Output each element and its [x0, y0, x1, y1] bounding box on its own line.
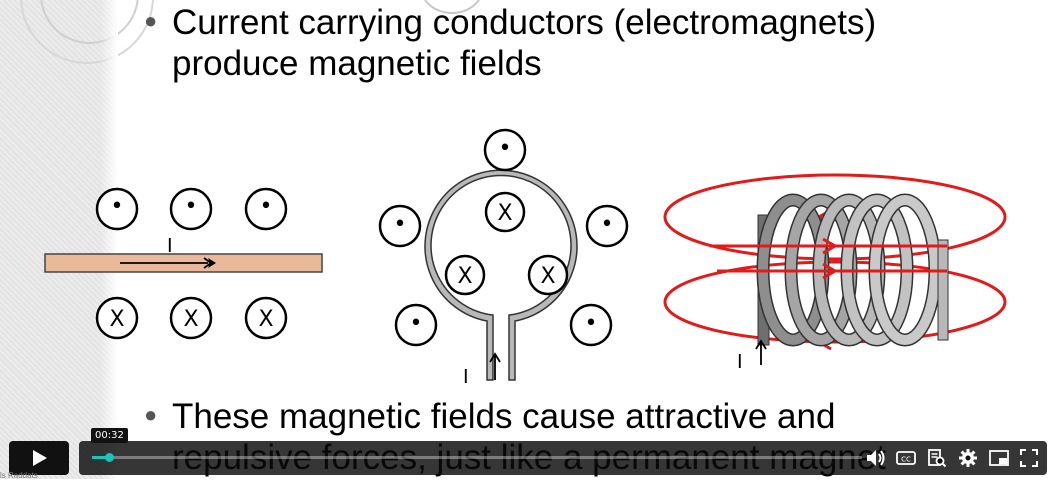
field-in-marker: X	[484, 191, 526, 233]
bullet-text: Current carrying conductors (electromagn…	[172, 3, 877, 83]
field-out-marker: •	[169, 187, 213, 231]
field-loop-upper	[663, 173, 1007, 261]
settings-icon[interactable]	[958, 448, 978, 468]
play-icon	[33, 450, 47, 466]
svg-text:•: •	[111, 194, 124, 219]
slide-side-band	[0, 0, 154, 479]
bullet-icon: ●	[144, 402, 158, 427]
wire-loop	[424, 169, 578, 381]
straight-wire-diagram: • • • I X X X	[44, 187, 323, 340]
progress-handle[interactable]	[104, 453, 114, 462]
field-in-marker: X	[244, 296, 288, 340]
fullscreen-icon[interactable]	[1019, 448, 1039, 468]
field-in-marker: X	[527, 254, 569, 296]
play-button[interactable]	[9, 441, 69, 475]
svg-text:X: X	[540, 264, 555, 289]
field-out-marker: •	[394, 303, 438, 347]
svg-text:•: •	[185, 194, 198, 219]
current-label: I	[737, 351, 743, 373]
current-time-tooltip: 00:32	[91, 428, 128, 443]
field-out-marker: •	[95, 187, 139, 231]
pip-icon[interactable]	[989, 448, 1009, 468]
progress-bar[interactable]	[92, 453, 862, 462]
field-out-markers: • • •	[95, 187, 288, 231]
svg-text:•: •	[260, 194, 273, 219]
field-in-marker: X	[95, 296, 139, 340]
svg-text:X: X	[183, 307, 198, 332]
inner-field-lines	[710, 237, 947, 280]
volume-icon[interactable]	[865, 448, 887, 468]
current-label: I	[167, 235, 173, 257]
svg-text:•: •	[499, 136, 512, 161]
field-out-marker: •	[378, 204, 422, 248]
svg-text:CC: CC	[901, 456, 911, 464]
svg-text:•: •	[410, 311, 423, 336]
solenoid-diagram: I	[663, 173, 1007, 373]
svg-text:X: X	[457, 264, 472, 289]
bullet-icon: ●	[144, 8, 158, 33]
field-in-marker: X	[169, 296, 213, 340]
field-out-marker: •	[244, 187, 288, 231]
svg-text:•: •	[585, 311, 598, 336]
field-out-marker: •	[569, 303, 613, 347]
svg-text:X: X	[258, 307, 273, 332]
field-out-marker: •	[585, 204, 629, 248]
svg-text:•: •	[601, 212, 614, 237]
svg-text:X: X	[109, 307, 124, 332]
field-in-markers: X X X	[95, 296, 288, 340]
controls-bar	[79, 441, 1047, 475]
current-loop-diagram: • • • • • X X X I	[378, 128, 629, 385]
svg-text:X: X	[497, 201, 512, 226]
field-out-marker: •	[483, 128, 527, 172]
bottom-caption: ls Raddats	[0, 471, 38, 480]
current-label: I	[463, 366, 469, 385]
bullet-point: ● Current carrying conductors (electroma…	[144, 2, 932, 84]
field-in-marker: X	[444, 254, 486, 296]
captions-icon[interactable]: CC	[896, 448, 916, 468]
svg-text:•: •	[394, 212, 407, 237]
progress-fill	[92, 456, 109, 459]
field-loop-lower	[663, 260, 1007, 344]
video-player-controls	[0, 441, 1057, 479]
transcript-icon[interactable]	[927, 448, 947, 468]
